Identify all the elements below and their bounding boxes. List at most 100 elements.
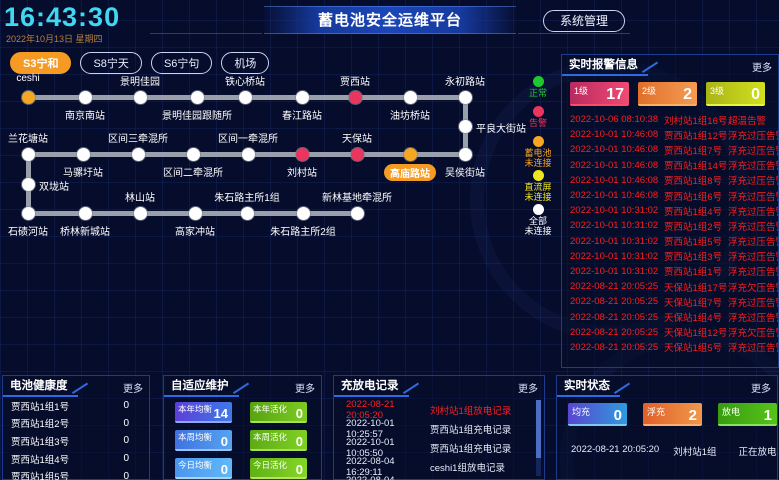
battery-health-more-link[interactable]: 更多 [123, 384, 143, 395]
station-dot-贾西站[interactable] [348, 90, 362, 104]
alarm-station: 天保站1组5号 [664, 343, 723, 355]
record-more-link[interactable]: 更多 [518, 384, 538, 395]
record-header: 充放电记录 更多 [334, 376, 544, 397]
alarm-row[interactable]: 2022-08-21 20:05:25天保站1组7号浮充过压告警 [562, 294, 778, 309]
station-dot-林山站[interactable] [133, 206, 147, 220]
station-dot-春江路站[interactable] [295, 90, 309, 104]
alarm-row[interactable]: 2022-10-01 10:31:02贾西站1组5号浮充过压告警 [562, 234, 778, 249]
alarm-row[interactable]: 2022-10-01 10:31:02贾西站1组2号浮充过压告警 [562, 218, 778, 233]
record-desc: 贾西站1组充电记录 [430, 443, 512, 455]
maintenance-title: 自适应维护 [164, 376, 239, 397]
station-label-贾西站: 贾西站 [340, 77, 370, 88]
station-dot-新林基地牵混所[interactable] [350, 206, 364, 220]
maintenance-card-label: 本周活化 [253, 432, 288, 442]
station-dot-朱石路主所2组[interactable] [296, 206, 310, 220]
station-dot-景明佳园跟随所[interactable] [190, 90, 204, 104]
station-dot-油坊桥站[interactable] [403, 90, 417, 104]
station-dot-马骡圩站[interactable] [76, 147, 90, 161]
station-dot-铁心桥站[interactable] [238, 90, 252, 104]
record-scrollbar-thumb[interactable] [536, 400, 541, 458]
status-current-row[interactable]: 2022-08-21 20:05:20 刘村站1组 正在放电 [557, 444, 777, 458]
alarm-station: 贾西站1组4号 [664, 206, 723, 218]
legend-label: 正常 [528, 88, 547, 98]
alarm-row[interactable]: 2022-10-01 10:31:02贾西站1组4号浮充过压告警 [562, 203, 778, 218]
alarm-station: 天保站1组12号 [664, 328, 728, 340]
alarm-time: 2022-10-06 08:10:38 [570, 114, 659, 126]
record-time: 2022-10-01 10:25:57 [346, 417, 395, 440]
station-dot-石碛河站[interactable] [21, 206, 35, 220]
alarm-row[interactable]: 2022-10-01 10:46:08贾西站1组6号浮充过压告警 [562, 188, 778, 203]
station-label-ceshi: ceshi [16, 73, 40, 84]
status-card-value: 2 [688, 407, 697, 424]
alarm-row[interactable]: 2022-10-01 10:31:02贾西站1组3号浮充过压告警 [562, 249, 778, 264]
station-dot-永初路站[interactable] [458, 90, 472, 104]
station-dot-兰花塘站[interactable] [21, 147, 35, 161]
station-dot-朱石路主所1组[interactable] [240, 206, 254, 220]
alarm-row[interactable]: 2022-08-21 20:05:25天保站1组5号浮充过压告警 [562, 340, 778, 355]
station-dot-区间三牵混所[interactable] [131, 147, 145, 161]
station-label-桥林新城站: 桥林新城站 [60, 227, 110, 238]
station-dot-ceshi[interactable] [21, 90, 35, 104]
station-label-春江路站: 春江路站 [282, 111, 322, 122]
station-dot-天保站[interactable] [350, 147, 364, 161]
system-manage-button[interactable]: 系统管理 [543, 10, 625, 32]
station-dot-区间二牵混所[interactable] [186, 147, 200, 161]
alarm-row[interactable]: 2022-08-21 20:05:25天保站1组4号浮充过压告警 [562, 309, 778, 325]
legend-label: 告警 [528, 118, 547, 128]
health-value: 0 [123, 453, 129, 465]
record-row[interactable]: 2022-08-04 16:13:13ceshi1组放电记录 [334, 475, 544, 480]
station-dot-平良大街站[interactable] [458, 119, 472, 133]
alarm-row[interactable]: 2022-10-01 10:46:08贾西站1组14号浮充过压告警 [562, 158, 778, 173]
alarm-station: 贾西站1组8号 [664, 176, 723, 188]
alarm-type: 浮充过压告警 [728, 237, 778, 249]
alarm-row[interactable]: 2022-08-21 20:05:25天保站1组12号浮充欠压告警 [562, 325, 778, 340]
maintenance-more-link[interactable]: 更多 [295, 384, 315, 395]
station-dot-区间一牵混所[interactable] [241, 147, 255, 161]
maintenance-card-value: 0 [295, 434, 303, 449]
tab-S8宁天[interactable]: S8宁天 [80, 52, 142, 74]
station-label-高庙路站[interactable]: 高庙路站 [384, 164, 436, 181]
station-dot-吴侯街站[interactable] [458, 147, 472, 161]
station-dot-景明佳园[interactable] [133, 90, 147, 104]
tab-机场[interactable]: 机场 [221, 52, 270, 74]
alarm-type: 浮充过压告警 [728, 161, 778, 173]
alarm-row[interactable]: 2022-10-01 10:46:08贾西站1组12号浮充过压告警 [562, 127, 778, 142]
alarm-station: 贾西站1组2号 [664, 221, 723, 233]
battery-health-title: 电池健康度 [3, 376, 78, 397]
health-value: 0 [123, 400, 129, 412]
tab-S6宁句[interactable]: S6宁句 [150, 52, 213, 74]
record-scrollbar [536, 400, 541, 476]
tab-S3宁和[interactable]: S3宁和 [10, 52, 72, 74]
alarm-row[interactable]: 2022-08-21 20:05:25天保站1组17号浮充欠压告警 [562, 279, 778, 294]
status-row-station: 刘村站1组 [673, 447, 717, 458]
alarm-badge-label: 1级 [574, 86, 589, 96]
alarm-type: 浮充过压告警 [728, 130, 778, 142]
station-dot-高庙路站[interactable] [403, 147, 417, 161]
station-dot-南京南站[interactable] [78, 90, 92, 104]
station-dot-高家冲站[interactable] [188, 206, 202, 220]
maintenance-card-本周活化: 本周活化 0 [250, 430, 307, 451]
station-dot-刘村站[interactable] [295, 147, 309, 161]
alarm-row[interactable]: 2022-10-01 10:46:08贾西站1组7号浮充过压告警 [562, 142, 778, 157]
alarm-row[interactable]: 2022-10-01 10:31:02贾西站1组1号浮充过压告警 [562, 264, 778, 279]
alarm-type: 超温告警 [728, 115, 767, 127]
status-more-link[interactable]: 更多 [751, 384, 771, 395]
station-dot-桥林新城站[interactable] [78, 206, 92, 220]
station-label-兰花塘站: 兰花塘站 [8, 134, 48, 145]
alarm-row[interactable]: 2022-10-01 10:46:08贾西站1组8号浮充过压告警 [562, 173, 778, 188]
alarm-more-link[interactable]: 更多 [752, 63, 772, 74]
station-dot-双垅站[interactable] [21, 177, 35, 191]
